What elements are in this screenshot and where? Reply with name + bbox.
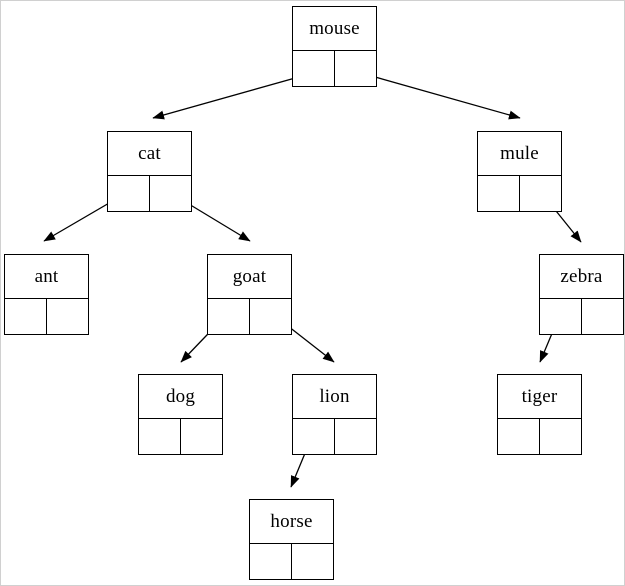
node-pointer-row bbox=[498, 419, 581, 454]
right-child-pointer-cell[interactable] bbox=[181, 419, 222, 454]
node-label: lion bbox=[293, 375, 376, 419]
left-child-pointer-cell[interactable] bbox=[208, 299, 250, 334]
left-child-pointer-cell[interactable] bbox=[478, 176, 520, 211]
node-pointer-row bbox=[293, 51, 376, 86]
tree-node-dog[interactable]: dog bbox=[138, 374, 223, 455]
tree-node-horse[interactable]: horse bbox=[249, 499, 334, 580]
tree-edge-arrow bbox=[353, 70, 521, 120]
node-label: mouse bbox=[293, 7, 376, 51]
left-child-pointer-cell[interactable] bbox=[540, 299, 582, 334]
right-child-pointer-cell[interactable] bbox=[250, 299, 291, 334]
tree-node-zebra[interactable]: zebra bbox=[539, 254, 624, 335]
tree-node-ant[interactable]: ant bbox=[4, 254, 89, 335]
right-child-pointer-cell[interactable] bbox=[520, 176, 561, 211]
right-child-pointer-cell[interactable] bbox=[335, 419, 376, 454]
node-pointer-row bbox=[478, 176, 561, 211]
right-child-pointer-cell[interactable] bbox=[292, 544, 333, 579]
right-child-pointer-cell[interactable] bbox=[582, 299, 623, 334]
left-child-pointer-cell[interactable] bbox=[5, 299, 47, 334]
tree-node-mule[interactable]: mule bbox=[477, 131, 562, 212]
left-child-pointer-cell[interactable] bbox=[108, 176, 150, 211]
left-child-pointer-cell[interactable] bbox=[293, 51, 335, 86]
right-child-pointer-cell[interactable] bbox=[47, 299, 88, 334]
node-label: mule bbox=[478, 132, 561, 176]
node-pointer-row bbox=[540, 299, 623, 334]
right-child-pointer-cell[interactable] bbox=[335, 51, 376, 86]
tree-node-goat[interactable]: goat bbox=[207, 254, 292, 335]
tree-node-tiger[interactable]: tiger bbox=[497, 374, 582, 455]
node-pointer-row bbox=[293, 419, 376, 454]
tree-edge-arrow bbox=[152, 72, 314, 120]
node-pointer-row bbox=[250, 544, 333, 579]
node-pointer-row bbox=[139, 419, 222, 454]
tree-node-lion[interactable]: lion bbox=[292, 374, 377, 455]
right-child-pointer-cell[interactable] bbox=[150, 176, 191, 211]
node-label: ant bbox=[5, 255, 88, 299]
tree-node-cat[interactable]: cat bbox=[107, 131, 192, 212]
node-label: tiger bbox=[498, 375, 581, 419]
tree-node-mouse[interactable]: mouse bbox=[292, 6, 377, 87]
left-child-pointer-cell[interactable] bbox=[139, 419, 181, 454]
node-pointer-row bbox=[108, 176, 191, 211]
node-pointer-row bbox=[5, 299, 88, 334]
left-child-pointer-cell[interactable] bbox=[498, 419, 540, 454]
node-label: dog bbox=[139, 375, 222, 419]
node-label: zebra bbox=[540, 255, 623, 299]
node-pointer-row bbox=[208, 299, 291, 334]
node-label: goat bbox=[208, 255, 291, 299]
right-child-pointer-cell[interactable] bbox=[540, 419, 581, 454]
left-child-pointer-cell[interactable] bbox=[250, 544, 292, 579]
node-label: horse bbox=[250, 500, 333, 544]
left-child-pointer-cell[interactable] bbox=[293, 419, 335, 454]
node-label: cat bbox=[108, 132, 191, 176]
